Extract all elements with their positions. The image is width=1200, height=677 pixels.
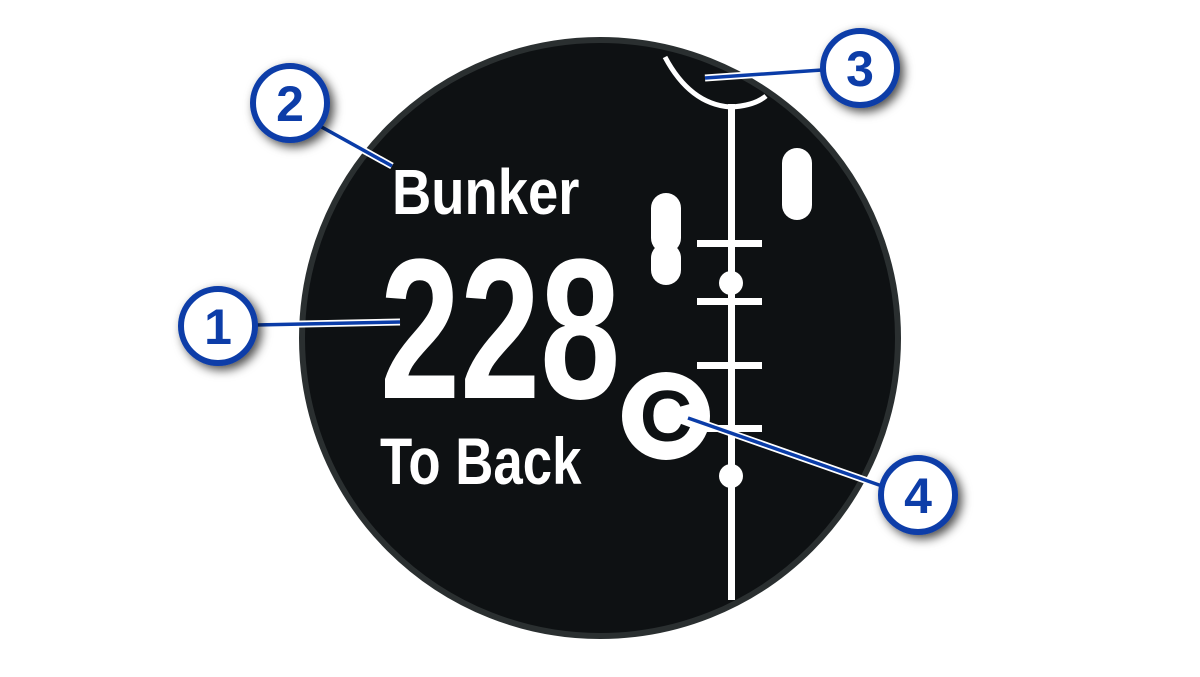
hazard-bunker-shape xyxy=(651,193,681,253)
layup-bar xyxy=(697,240,762,247)
callout-1: 1 xyxy=(178,286,258,366)
callout-3: 3 xyxy=(820,28,900,108)
hazard-bunker-shape xyxy=(651,243,681,285)
layup-bar xyxy=(697,425,762,432)
position-dot xyxy=(719,464,743,488)
layup-bar xyxy=(697,298,762,305)
svg-text:2: 2 xyxy=(276,76,304,132)
callout-2: 2 xyxy=(250,63,330,143)
leader-lines xyxy=(254,66,884,490)
svg-text:3: 3 xyxy=(846,41,874,97)
marker-letter: C xyxy=(640,377,692,457)
layup-bar xyxy=(697,362,762,369)
distance-value: 228 xyxy=(380,217,620,441)
distance-label: To Back xyxy=(380,424,582,498)
position-dot xyxy=(719,271,743,295)
hole-map: C xyxy=(622,55,812,600)
hazard-bunker-shape xyxy=(782,148,812,220)
fairway-line xyxy=(728,104,735,600)
callout-4: 4 xyxy=(878,455,958,535)
watch-face xyxy=(299,37,901,639)
svg-text:4: 4 xyxy=(904,468,932,524)
svg-text:1: 1 xyxy=(204,299,232,355)
hazard-label: Bunker xyxy=(392,156,579,228)
hazard-marker[interactable]: C xyxy=(622,372,710,460)
